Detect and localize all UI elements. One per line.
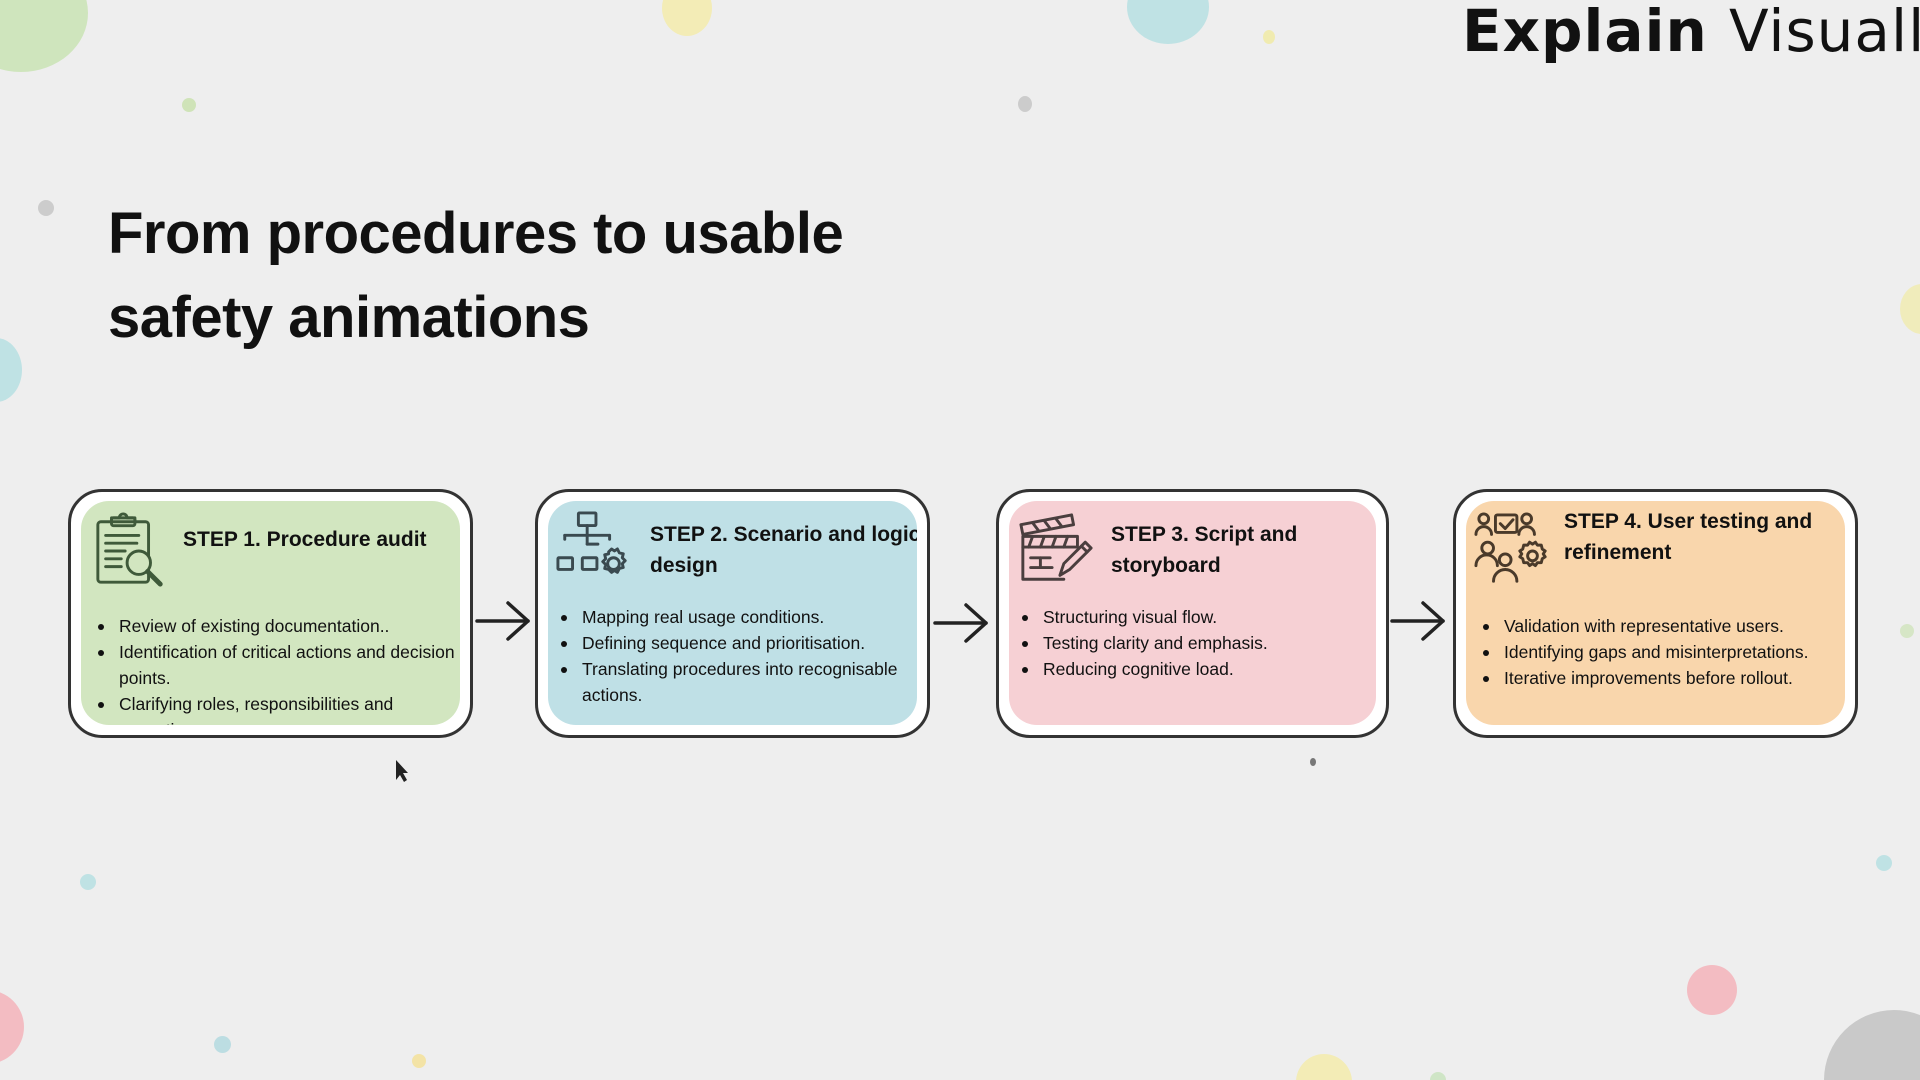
mouse-cursor-icon [396,760,408,782]
decor-dot-blue-small-left [80,874,96,890]
decor-dot-blue-small-right [1876,855,1892,871]
decor-dot-yellow-tiny [1263,30,1275,44]
step-2-bullet: Defining sequence and prioritisation. [558,630,917,656]
brand-logo-part2: Visually [1728,0,1920,65]
step-3-bullet: Structuring visual flow. [1019,604,1376,630]
brand-logo-part1: Explain [1462,0,1729,65]
step-card-4-body: STEP 4. User testing and refinement Vali… [1466,501,1845,725]
step-2-bullet: Translating procedures into recognisable… [558,656,917,708]
step-4-bullets: Validation with representative users. Id… [1480,613,1845,691]
step-4-title: STEP 4. User testing and refinement [1564,510,1813,564]
arrow-right-icon [1390,601,1445,641]
clipboard-search-icon [96,512,163,587]
step-3-bullet: Reducing cognitive load. [1019,656,1376,682]
step-4-bullet: Iterative improvements before rollout. [1480,665,1845,691]
decor-dot-yellow-bottom [1296,1054,1352,1080]
hierarchy-gear-icon [556,511,627,574]
cursor-trace-dot [1310,758,1316,766]
decor-dot-green-small [182,98,196,112]
step-card-3-body: STEP 3. Script and storyboard Structurin… [1009,501,1376,725]
clapperboard-pencil-icon [1019,513,1093,581]
step-1-bullet: Identification of critical actions and d… [95,639,455,691]
brand-logo: Explain Visually [1462,0,1920,62]
decor-dot-blue-left [0,338,22,402]
decor-dot-grey-top [1018,96,1032,112]
step-4-bullet: Identifying gaps and misinterpretations. [1480,639,1845,665]
step-2-title: STEP 2. Scenario and logic design [650,523,917,577]
step-card-2: STEP 2. Scenario and logic design Mappin… [535,489,930,738]
step-2-bullet: Mapping real usage conditions. [558,604,917,630]
users-check-gear-icon [1474,512,1547,583]
decor-dot-green-large [0,0,88,72]
decor-dot-grey-large [1824,1010,1920,1080]
page-title-line1: From procedures to usable [108,201,844,266]
step-card-2-body: STEP 2. Scenario and logic design Mappin… [548,501,917,725]
step-1-title: STEP 1. Procedure audit [183,528,427,551]
page-title: From procedures to usable safety animati… [108,192,968,360]
decor-dot-green-bottom [1430,1072,1446,1080]
arrow-right-icon [933,603,988,643]
arrow-right-icon [475,601,530,641]
step-1-bullet: Review of existing documentation.. [95,613,455,639]
decor-dot-grey-left [38,200,54,216]
decor-dot-yellow-right [1900,284,1920,334]
decor-dot-blue-top [1127,0,1209,44]
step-3-title: STEP 3. Script and storyboard [1111,523,1298,577]
decor-dot-yellow-top [662,0,712,36]
step-4-bullet: Validation with representative users. [1480,613,1845,639]
decor-dot-yellow-bottom-left [412,1054,426,1068]
decor-dot-pink-left [0,990,24,1064]
step-card-1-body: STEP 1. Procedure audit Review of existi… [81,501,460,725]
step-card-4: STEP 4. User testing and refinement Vali… [1453,489,1858,738]
step-card-3: STEP 3. Script and storyboard Structurin… [996,489,1389,738]
step-3-bullets: Structuring visual flow. Testing clarity… [1019,604,1376,682]
step-1-bullets: Review of existing documentation.. Ident… [95,613,455,725]
page-title-line2: safety animations [108,285,590,350]
step-2-bullets: Mapping real usage conditions. Defining … [558,604,917,708]
step-3-bullet: Testing clarity and emphasis. [1019,630,1376,656]
decor-dot-pink-right [1687,965,1737,1015]
step-card-1: STEP 1. Procedure audit Review of existi… [68,489,473,738]
decor-dot-blue-bottom [214,1036,231,1053]
decor-dot-green-right [1900,624,1914,638]
step-1-bullet: Clarifying roles, responsibilities and e… [95,691,455,725]
